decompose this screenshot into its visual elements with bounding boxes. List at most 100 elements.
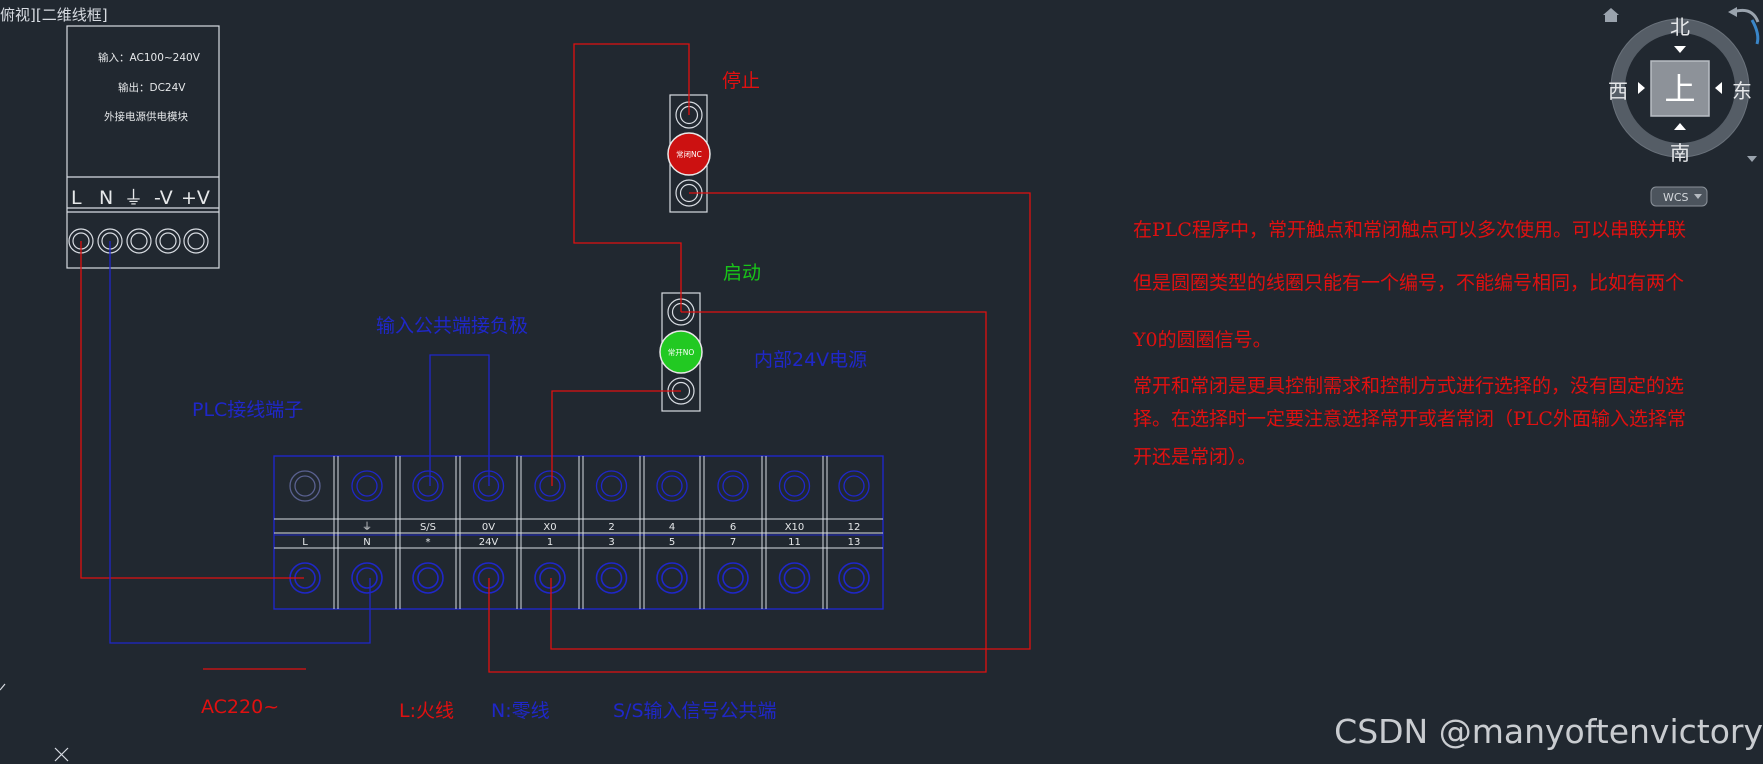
view-cube-face-top[interactable] <box>1650 60 1710 117</box>
plc-screw <box>289 470 321 502</box>
home-icon[interactable] <box>1603 8 1619 22</box>
plc-screw <box>838 562 870 594</box>
wire-stop-top <box>573 43 690 312</box>
plc-screw <box>417 475 439 497</box>
wire-stop-bottom <box>550 192 1031 650</box>
plc-screw <box>417 567 439 589</box>
plc-screw <box>539 475 561 497</box>
legend-n: N:零线 <box>491 700 550 722</box>
wcs-chevron-down-icon <box>1694 194 1702 199</box>
plc-screw <box>778 562 811 594</box>
plc-terminal-label: 3 <box>608 537 614 548</box>
plc-screw <box>656 470 688 502</box>
power-desc-text: 外接电源供电模块 <box>104 110 188 123</box>
plc-screw-terminals <box>289 470 870 594</box>
compass-arrow-north[interactable] <box>1674 46 1686 53</box>
note-line-3: Y0的圆圈信号。 <box>1133 329 1272 351</box>
compass-arrow-west[interactable] <box>1638 82 1645 94</box>
watermark: CSDN @manyoftenvictory <box>1334 712 1763 751</box>
plc-terminal-label: X10 <box>785 522 805 533</box>
view-cube-menu-chevron-icon[interactable] <box>1747 156 1757 162</box>
pm-terminal-label-l: L <box>71 187 82 209</box>
plc-screw <box>595 470 628 502</box>
plc-terminal-label: 7 <box>730 537 736 548</box>
plc-screw <box>656 562 688 594</box>
plc-column-dividers <box>333 456 828 609</box>
plc-terminal-label: N <box>363 537 370 548</box>
viewport-label[interactable]: 俯视][二维线框] <box>0 6 108 24</box>
plc-screw <box>661 475 683 497</box>
compass-north[interactable]: 北 <box>1670 15 1690 39</box>
plc-screw <box>412 470 444 502</box>
legend-l: L:火线 <box>399 700 454 722</box>
plc-screw <box>356 475 378 497</box>
stop-button-text: 常闭NC <box>676 150 702 159</box>
plc-screw <box>783 475 806 497</box>
note-line-4: 常开和常闭是更具控制需求和控制方式进行选择的，没有固定的选 <box>1133 375 1685 397</box>
view-cube-top-text: 上 <box>1665 72 1696 108</box>
pm-terminal-label-minus-v: -V <box>154 187 173 209</box>
note-line-6: 开还是常闭）。 <box>1133 446 1257 468</box>
rotate-arrow-icon[interactable] <box>1728 7 1760 45</box>
wire-start-top <box>488 311 987 673</box>
plc-screw <box>722 567 744 589</box>
wcs-dropdown[interactable] <box>1650 186 1708 207</box>
input-common-label: 输入公共端接负极 <box>376 315 528 337</box>
wire-ss-0v-jumper <box>429 354 490 486</box>
legend-ss: S/S输入信号公共端 <box>613 700 777 722</box>
plc-terminal-label: ⏚ <box>362 521 372 533</box>
plc-terminal-label: 1 <box>547 537 553 548</box>
start-button-no[interactable] <box>659 330 703 374</box>
pm-terminal-label-n: N <box>99 187 113 209</box>
internal-24v-label: 内部24V电源 <box>754 349 867 371</box>
stop-label: 停止 <box>722 70 760 92</box>
plc-screw <box>351 470 383 502</box>
wiring <box>80 43 1031 673</box>
wire-l-live <box>80 241 304 579</box>
plc-screw <box>778 470 811 502</box>
plc-screw <box>294 475 316 497</box>
wire-n-neutral <box>109 241 371 644</box>
plc-screw <box>722 475 744 497</box>
note-line-1: 在PLC程序中，常开触点和常闭触点可以多次使用。可以串联并联 <box>1133 219 1686 241</box>
note-line-2: 但是圆圈类型的线圈只能有一个编号，不能编号相同，比如有两个 <box>1133 272 1685 294</box>
plc-terminal-label: L <box>302 537 308 548</box>
ucs-icon <box>0 683 69 762</box>
start-label: 启动 <box>723 262 761 284</box>
plc-screw <box>843 475 865 497</box>
plc-screw <box>717 562 749 594</box>
plc-screw <box>661 567 683 589</box>
plc-terminal-label: * <box>426 537 431 548</box>
plc-terminal-label: S/S <box>420 522 436 533</box>
pm-terminal-label-plus-v: +V <box>181 187 210 209</box>
compass-west[interactable]: 西 <box>1608 79 1628 103</box>
compass-arrow-south[interactable] <box>1674 123 1686 130</box>
plc-screw <box>717 470 749 502</box>
compass-south[interactable]: 南 <box>1670 141 1690 165</box>
power-supply-module[interactable]: 输入：AC100~240V 输出：DC24V 外接电源供电模块 L N ⏚ -V… <box>66 25 220 269</box>
view-cube[interactable]: 上 北 南 西 东 WCS <box>1603 7 1760 207</box>
plc-screw <box>600 567 623 589</box>
power-output-text: 输出：DC24V <box>118 81 186 94</box>
plc-terminal-label: X0 <box>543 522 556 533</box>
wcs-dropdown-text: WCS <box>1663 191 1689 204</box>
plc-screw <box>534 562 566 594</box>
compass-arrow-east[interactable] <box>1715 82 1722 94</box>
stop-button-nc[interactable] <box>667 132 711 176</box>
plc-terminals-label: PLC接线端子 <box>192 399 303 421</box>
plc-terminal-label: 6 <box>730 522 736 533</box>
compass-east[interactable]: 东 <box>1732 79 1752 103</box>
pm-screw-terminals <box>68 228 209 254</box>
plc-screw <box>783 567 806 589</box>
plc-terminal-label: 12 <box>848 522 861 533</box>
start-button-text: 常开NO <box>668 348 695 357</box>
power-input-text: 输入：AC100~240V <box>98 51 201 64</box>
plc-terminal-label: 4 <box>669 522 675 533</box>
plc-terminal-label: 24V <box>479 537 499 548</box>
plc-screw <box>843 567 865 589</box>
plc-terminal-label: 13 <box>848 537 861 548</box>
plc-screw <box>412 562 444 594</box>
